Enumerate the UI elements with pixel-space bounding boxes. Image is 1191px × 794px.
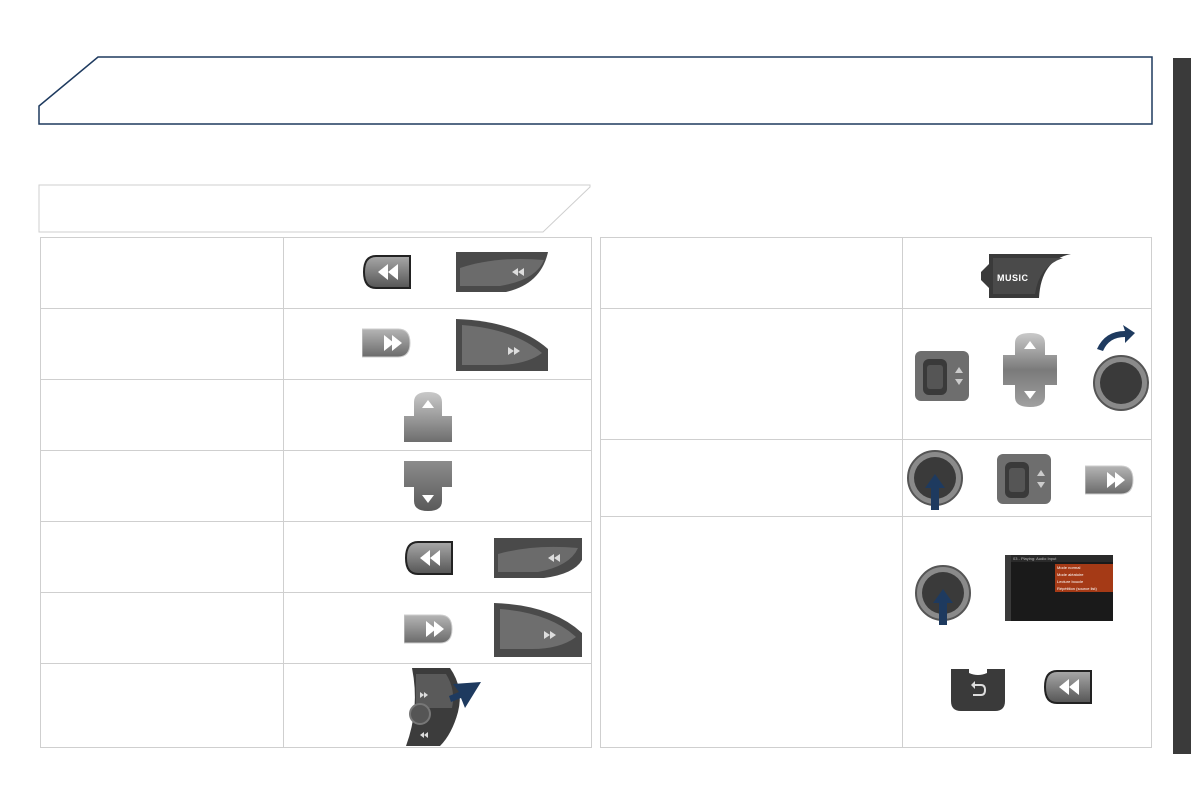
description-cell — [40, 521, 284, 593]
table-row — [40, 308, 592, 380]
description-cell — [600, 237, 903, 309]
chapter-side-bar — [1173, 58, 1191, 754]
back-button-icon — [951, 669, 1005, 711]
steering-rewind-control-icon — [494, 538, 582, 578]
table-row: MUSIC — [600, 237, 1152, 309]
right-controls-table: MUSIC — [600, 237, 1152, 748]
table-row — [40, 379, 592, 451]
fast-forward-button-icon — [404, 614, 453, 644]
icon-cell: 03 - Playing: Audio Input Mode normal Mo… — [902, 516, 1152, 748]
screen-menu-display: 03 - Playing: Audio Input Mode normal Mo… — [1005, 555, 1113, 621]
steering-forward-control-icon — [456, 319, 548, 371]
description-cell — [600, 516, 903, 748]
description-cell — [600, 308, 903, 440]
down-arrow-button-icon — [404, 461, 452, 511]
rotary-knob-press-icon — [915, 565, 971, 625]
table-row — [40, 592, 592, 664]
section-header-banner — [38, 184, 591, 233]
table-row — [40, 521, 592, 593]
icon-cell — [902, 439, 1152, 517]
icon-cell — [902, 308, 1152, 440]
fast-forward-button-icon — [1085, 465, 1134, 495]
up-arrow-button-icon — [404, 392, 452, 442]
icon-cell — [283, 237, 592, 309]
music-button: MUSIC — [981, 254, 1071, 298]
icon-cell — [283, 592, 592, 664]
screen-menu-item: Mode normal — [1057, 565, 1081, 570]
icon-cell — [283, 521, 592, 593]
table-row — [600, 439, 1152, 517]
table-row — [40, 663, 592, 748]
icon-cell — [283, 450, 592, 522]
icon-cell — [283, 379, 592, 451]
description-cell — [600, 439, 903, 517]
thumbwheel-control-icon — [997, 454, 1051, 504]
thumbwheel-control-icon — [915, 351, 969, 401]
rotary-knob-rotate-icon — [1093, 325, 1149, 411]
up-down-arrow-buttons-icon — [1003, 333, 1057, 407]
left-controls-table — [40, 237, 592, 748]
table-row — [40, 450, 592, 522]
screen-menu-item: Lecture boucle — [1057, 579, 1084, 584]
rewind-button-icon — [1043, 670, 1092, 704]
screen-menu-item: Répétition (source list) — [1057, 586, 1097, 591]
steering-forward-control-icon — [494, 603, 582, 657]
table-row — [40, 237, 592, 309]
pointer-arrow-icon — [449, 682, 481, 708]
screen-menu-item: Mode aléatoire — [1057, 572, 1084, 577]
page-title-banner — [38, 56, 1153, 125]
music-button-label: MUSIC — [997, 273, 1029, 283]
description-cell — [40, 308, 284, 380]
description-cell — [40, 379, 284, 451]
screen-menu-title: 03 - Playing: Audio Input — [1011, 555, 1113, 562]
table-row — [600, 308, 1152, 440]
rotary-knob-press-icon — [907, 450, 963, 510]
table-row: 03 - Playing: Audio Input Mode normal Mo… — [600, 516, 1152, 748]
description-cell — [40, 237, 284, 309]
description-cell — [40, 450, 284, 522]
fast-forward-button-icon — [362, 328, 411, 358]
icon-cell: MUSIC — [902, 237, 1152, 309]
description-cell — [40, 663, 284, 748]
rewind-button-icon — [362, 255, 411, 289]
steering-rewind-control-icon — [456, 252, 548, 292]
screen-menu-list: Mode normal Mode aléatoire Lecture boucl… — [1055, 564, 1113, 592]
description-cell — [40, 592, 284, 664]
icon-cell — [283, 308, 592, 380]
steering-stalk-icon — [406, 668, 460, 746]
rewind-button-icon — [404, 541, 453, 575]
icon-cell — [283, 663, 592, 748]
